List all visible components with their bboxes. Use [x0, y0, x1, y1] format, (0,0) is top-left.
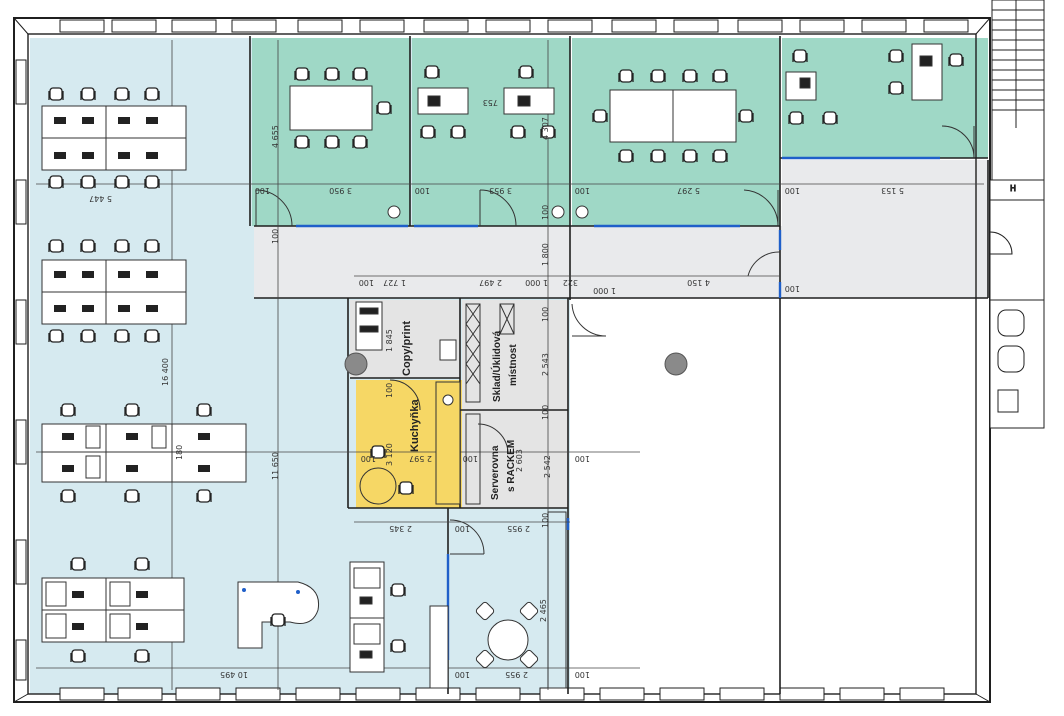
dim-1800: 1 800: [541, 243, 550, 266]
dim-5297: 5 297: [677, 186, 700, 195]
room-label-server-1: Serverovna: [490, 445, 501, 500]
doors: [255, 125, 975, 555]
room-label-storage-1: Sklad/Úklidová: [490, 330, 503, 402]
label-h: H: [1010, 184, 1016, 193]
dim-11650: 11 650: [271, 452, 280, 480]
dim-1000a: 1 000: [525, 278, 548, 287]
meeting-table-1: [289, 67, 401, 219]
dim-100: 100: [271, 229, 280, 244]
meeting-room-4-furniture: [785, 43, 964, 125]
dim-2497: 2 497: [479, 278, 502, 287]
copy-print-equipment: [355, 301, 457, 361]
dim-100: 100: [575, 454, 590, 463]
dim-2603: 2 603: [515, 449, 524, 472]
staircase: [991, 0, 1045, 181]
desk-cluster-1: [41, 87, 187, 189]
dim-1845: 1 845: [385, 329, 394, 352]
dim-3953: 3 953: [489, 186, 512, 195]
dim-3120: 3 120: [385, 443, 394, 466]
column: [664, 352, 688, 376]
dim-100: 100: [541, 405, 550, 420]
dim-100: 100: [455, 670, 470, 679]
dim-4655: 4 655: [271, 125, 280, 148]
dim-2955: 2 955: [507, 524, 530, 533]
room-label-storage-2: místnost: [508, 344, 519, 386]
dim-100: 100: [463, 454, 478, 463]
dim-4307: 4 307: [541, 117, 550, 140]
meeting-room-2-furniture: [417, 65, 589, 219]
dim-2465: 2 465: [539, 599, 548, 622]
dim-1000b: 1 000: [593, 286, 616, 295]
dim-322: 322: [563, 278, 578, 287]
dim-100: 100: [541, 205, 550, 220]
corridor-right: [782, 160, 988, 298]
dim-2955b: 2 955: [505, 670, 528, 679]
service-core: H: [989, 179, 1045, 429]
dim-100: 100: [385, 383, 394, 398]
dim-100: 100: [359, 278, 374, 287]
server-rack: [465, 413, 481, 505]
dim-2543: 2 543: [541, 353, 550, 376]
dim-100: 100: [415, 186, 430, 195]
dim-100: 100: [255, 186, 270, 195]
dim-100: 100: [361, 454, 376, 463]
dim-100: 100: [785, 186, 800, 195]
dim-4150: 4 150: [687, 278, 710, 287]
dim-100: 100: [455, 524, 470, 533]
desk-cluster-2: [41, 239, 187, 343]
column: [344, 352, 368, 376]
manager-desk: [237, 581, 320, 649]
dim-2345: 2 345: [389, 524, 412, 533]
dim-2542: 2 542: [543, 455, 552, 478]
room-label-server-2: s RACKEM: [506, 440, 517, 492]
dim-100: 100: [541, 513, 550, 528]
dim-753: 753: [483, 98, 498, 107]
dim-100: 100: [575, 670, 590, 679]
dim-1727: 1 727: [383, 278, 406, 287]
dim-100: 100: [541, 307, 550, 322]
kitchen-equipment: [359, 381, 461, 505]
dim-3950: 3 950: [329, 186, 352, 195]
dim-100: 100: [575, 186, 590, 195]
lounge-table: [475, 511, 567, 689]
dim-2597: 2 597: [409, 454, 432, 463]
storage-shelves: [465, 303, 515, 403]
dim-5447: 5 447: [89, 194, 112, 203]
desk-cluster-3: [41, 403, 247, 503]
partition-walls: [249, 36, 989, 694]
dimension-labels: 5 447 3 950 3 953 5 297 5 153 4 655 753 …: [89, 98, 904, 679]
meeting-table-3: [592, 69, 754, 163]
dim-5153: 5 153: [881, 186, 904, 195]
room-label-copy-print: Copy/print: [401, 321, 413, 376]
dim-10495: 10 495: [220, 670, 248, 679]
dim-180: 180: [175, 445, 184, 460]
desk-cluster-4: [41, 557, 185, 663]
room-label-kitchen: Kuchyňka: [409, 399, 421, 452]
dim-100: 100: [785, 284, 800, 293]
dim-16400: 16 400: [161, 358, 170, 386]
desk-pair: [349, 561, 449, 689]
window-piers: [15, 19, 969, 701]
